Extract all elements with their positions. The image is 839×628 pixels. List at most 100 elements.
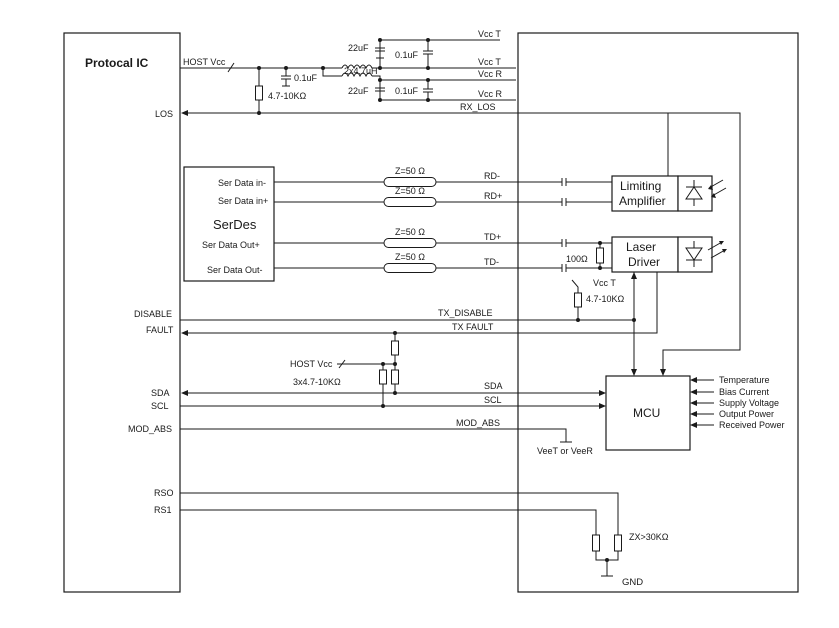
photodiode-icon bbox=[685, 179, 727, 206]
ground-ref-label: VeeT or VeeR bbox=[537, 446, 593, 456]
sda-pin-label: SDA bbox=[151, 388, 170, 398]
rail-label-3: Vcc R bbox=[478, 69, 503, 79]
cap-01uf-top-value: 0.1uF bbox=[395, 50, 419, 60]
inductor-value: 2x4.7uH bbox=[344, 66, 378, 76]
transceiver-module-block bbox=[517, 32, 799, 593]
host-vcc-label: HOST Vcc bbox=[183, 57, 226, 67]
rso-line bbox=[180, 492, 619, 535]
signal-td-plus: TD+ bbox=[484, 232, 501, 242]
rate-select-impedance: ZX>30KΩ bbox=[629, 532, 669, 542]
fault-pin-label: FAULT bbox=[146, 325, 174, 335]
impedance-2: Z=50 Ω bbox=[395, 186, 425, 196]
scl-arrow-icon bbox=[599, 403, 606, 409]
td-plus-line bbox=[274, 238, 612, 248]
i2c-host-vcc-label: HOST Vcc bbox=[290, 359, 333, 369]
laser-driver-line2: Driver bbox=[628, 255, 660, 269]
rx-los-label: RX_LOS bbox=[460, 102, 496, 112]
scl-label: SCL bbox=[484, 395, 502, 405]
rate-select-resistors bbox=[592, 534, 622, 577]
ld-up-arrow-icon bbox=[631, 272, 637, 279]
serdes-pin-1: Ser Data in- bbox=[218, 178, 266, 188]
limiting-amplifier-line2: Amplifier bbox=[619, 194, 666, 208]
photodiode-box bbox=[677, 175, 713, 212]
gnd-label: GND bbox=[622, 577, 643, 588]
monitor-output-power: Output Power bbox=[719, 409, 774, 419]
monitor-received-power: Received Power bbox=[719, 420, 785, 430]
i2c-pullup-value: 3x4.7-10KΩ bbox=[293, 377, 341, 387]
serdes-pin-4: Ser Data Out- bbox=[207, 265, 263, 275]
cap-01uf-bottom bbox=[423, 78, 433, 102]
cap-01uf-bottom-value: 0.1uF bbox=[395, 86, 419, 96]
cap-01uf-top bbox=[423, 38, 433, 70]
laser-driver-line1: Laser bbox=[626, 240, 656, 254]
left-cap-value: 0.1uF bbox=[294, 73, 318, 83]
fault-pullup-value: 4.7-10KΩ bbox=[586, 294, 625, 304]
fault-host-pullup bbox=[391, 340, 399, 356]
limiting-amplifier-block bbox=[611, 175, 679, 212]
rd-minus-line bbox=[274, 177, 612, 187]
mod-abs-line bbox=[180, 428, 572, 443]
mod-abs-pin-label: MOD_ABS bbox=[128, 424, 172, 434]
termination-resistor bbox=[596, 241, 604, 270]
inductor-pair bbox=[341, 64, 373, 78]
los-pin-label: LOS bbox=[155, 109, 173, 119]
signal-rd-minus: RD- bbox=[484, 171, 500, 181]
td-minus-line bbox=[274, 263, 612, 273]
cap-22uf-bottom bbox=[375, 80, 385, 102]
rail-label-1: Vcc T bbox=[478, 29, 501, 39]
disable-pin-label: DISABLE bbox=[134, 309, 172, 319]
tx-fault-line bbox=[185, 272, 658, 334]
scl-pin-label: SCL bbox=[151, 401, 169, 411]
rail-label-4: Vcc R bbox=[478, 89, 503, 99]
cap-22uf-top-value: 22uF bbox=[348, 43, 369, 53]
serdes-block bbox=[183, 166, 275, 282]
monitor-supply-voltage: Supply Voltage bbox=[719, 398, 779, 408]
sda-right-arrow-icon bbox=[599, 390, 606, 396]
i2c-host-vcc-wire bbox=[337, 359, 395, 369]
rs1-line bbox=[180, 509, 597, 535]
mcu-block bbox=[605, 375, 691, 451]
tx-fault-label: TX FAULT bbox=[452, 322, 494, 332]
fault-pullup-vcc: Vcc T bbox=[593, 278, 616, 288]
monitor-temperature: Temperature bbox=[719, 375, 770, 385]
impedance-4: Z=50 Ω bbox=[395, 252, 425, 262]
monitor-bias-current: Bias Current bbox=[719, 387, 770, 397]
cap-22uf-bottom-value: 22uF bbox=[348, 86, 369, 96]
rs1-pin-label: RS1 bbox=[154, 505, 172, 515]
laser-diode-icon bbox=[685, 241, 727, 267]
rd-plus-line bbox=[274, 197, 612, 207]
fault-pullup bbox=[571, 279, 582, 322]
mcu-monitor-arrows bbox=[690, 377, 714, 428]
rail-label-2: Vcc T bbox=[478, 57, 501, 67]
rso-pin-label: RSO bbox=[154, 488, 174, 498]
fault-arrow-icon bbox=[181, 330, 188, 336]
signal-td-minus: TD- bbox=[484, 257, 499, 267]
rx-los-line bbox=[185, 112, 741, 372]
laser-diode-box bbox=[677, 236, 713, 273]
impedance-1: Z=50 Ω bbox=[395, 166, 425, 176]
los-pullup-value: 4.7-10KΩ bbox=[268, 91, 307, 101]
los-pullup-resistor bbox=[255, 66, 263, 115]
limiting-amplifier-line1: Limiting bbox=[620, 179, 661, 193]
sda-left-arrow-icon bbox=[181, 390, 188, 396]
protocol-ic-block bbox=[63, 32, 181, 593]
sda-label: SDA bbox=[484, 381, 503, 391]
impedance-3: Z=50 Ω bbox=[395, 227, 425, 237]
tx-disable-label: TX_DISABLE bbox=[438, 308, 493, 318]
i2c-pullup-resistors bbox=[379, 364, 399, 408]
protocol-ic-title: Protocal IC bbox=[85, 56, 149, 70]
cap-22uf-top bbox=[375, 38, 385, 59]
left-decoupling-cap bbox=[281, 66, 291, 87]
mod-abs-label: MOD_ABS bbox=[456, 418, 500, 428]
mcu-down-arrow-icon bbox=[631, 369, 637, 376]
laser-driver-block bbox=[611, 236, 679, 273]
termination-value: 100Ω bbox=[566, 254, 588, 264]
serdes-pin-3: Ser Data Out+ bbox=[202, 240, 260, 250]
signal-rd-plus: RD+ bbox=[484, 191, 502, 201]
los-arrow-icon bbox=[181, 110, 188, 116]
mcu-label: MCU bbox=[633, 406, 660, 420]
serdes-pin-2: Ser Data in+ bbox=[218, 196, 268, 206]
serdes-title: SerDes bbox=[213, 217, 257, 232]
